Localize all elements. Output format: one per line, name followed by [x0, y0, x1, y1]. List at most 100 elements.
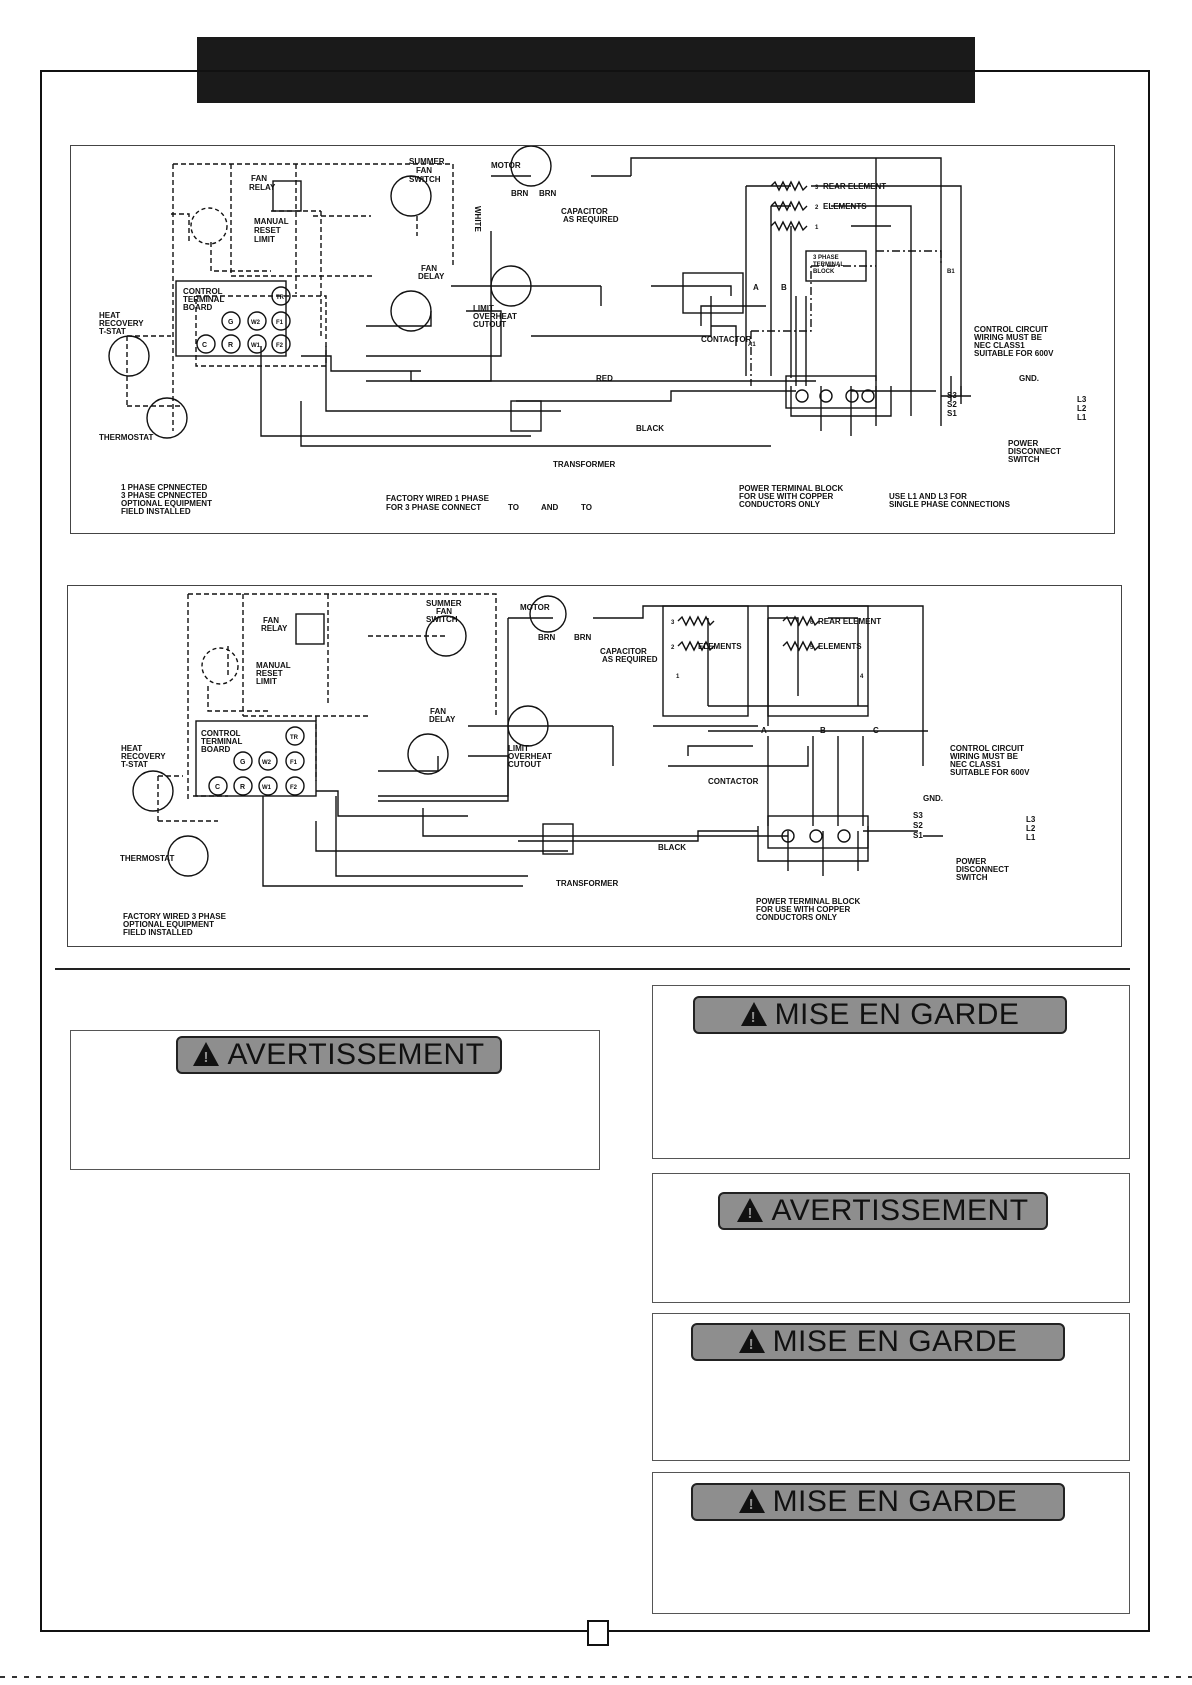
svg-text:RESET: RESET [254, 226, 281, 235]
svg-text:A: A [761, 726, 767, 735]
svg-text:USE L1 AND L3 FOR: USE L1 AND L3 FOR [889, 492, 967, 501]
svg-text:5: 5 [810, 645, 814, 651]
svg-text:FOR 3 PHASE CONNECT: FOR 3 PHASE CONNECT [386, 503, 481, 512]
svg-text:TRANSFORMER: TRANSFORMER [556, 879, 618, 888]
svg-text:L3: L3 [1077, 395, 1087, 404]
svg-text:POWER: POWER [1008, 439, 1038, 448]
svg-text:AS REQUIRED: AS REQUIRED [563, 215, 619, 224]
svg-text:CONDUCTORS ONLY: CONDUCTORS ONLY [756, 913, 838, 922]
svg-text:RED: RED [596, 374, 613, 383]
svg-text:RELAY: RELAY [261, 624, 288, 633]
mise-en-garde-badge: MISE EN GARDE [691, 1323, 1065, 1361]
svg-text:FIELD INSTALLED: FIELD INSTALLED [123, 928, 193, 937]
svg-text:F1: F1 [290, 760, 298, 766]
warning-triangle-icon [737, 1198, 764, 1222]
svg-text:TO: TO [581, 503, 592, 512]
svg-text:SWITCH: SWITCH [1008, 455, 1040, 464]
wiring-diagram-single-phase: FAN RELAY MANUAL RESET LIMIT SUMMER FAN … [70, 145, 1115, 534]
svg-text:FAN: FAN [421, 264, 437, 273]
svg-text:TERMINAL: TERMINAL [201, 737, 242, 746]
svg-text:F2: F2 [276, 343, 284, 349]
svg-text:POWER TERMINAL BLOCK: POWER TERMINAL BLOCK [739, 484, 844, 493]
svg-text:C: C [215, 784, 220, 791]
svg-text:CONDUCTORS ONLY: CONDUCTORS ONLY [739, 500, 821, 509]
diagram1-text: FAN RELAY MANUAL RESET LIMIT SUMMER FAN … [99, 157, 1087, 516]
svg-text:GND.: GND. [1019, 374, 1039, 383]
warning-triangle-icon [738, 1329, 765, 1353]
warning-triangle-icon [740, 1002, 767, 1026]
warning-box-left: AVERTISSEMENT [70, 1030, 600, 1170]
svg-text:CUTOUT: CUTOUT [473, 320, 506, 329]
svg-text:RESET: RESET [256, 669, 283, 678]
svg-text:TO: TO [508, 503, 519, 512]
svg-text:R: R [240, 784, 245, 791]
mise-en-garde-badge: MISE EN GARDE [691, 1483, 1065, 1521]
svg-text:AND: AND [541, 503, 559, 512]
warning-box-right-1: MISE EN GARDE [652, 985, 1130, 1159]
svg-text:C: C [202, 342, 207, 349]
svg-text:SWITCH: SWITCH [426, 615, 458, 624]
svg-text:MOTOR: MOTOR [491, 161, 521, 170]
svg-text:ELEMENTS: ELEMENTS [823, 202, 867, 211]
svg-text:CONTACTOR: CONTACTOR [708, 777, 759, 786]
avertissement-badge: AVERTISSEMENT [176, 1036, 502, 1074]
svg-text:CAPACITOR: CAPACITOR [600, 647, 647, 656]
svg-text:BLACK: BLACK [658, 843, 686, 852]
svg-text:FAN: FAN [416, 166, 432, 175]
warning-triangle-icon [193, 1042, 220, 1066]
svg-text:TR: TR [290, 735, 299, 741]
svg-text:6: 6 [810, 620, 814, 626]
svg-text:FOR USE WITH COPPER: FOR USE WITH COPPER [756, 905, 850, 914]
svg-text:1 PHASE CPNNECTED: 1 PHASE CPNNECTED [121, 483, 207, 492]
svg-text:R: R [228, 342, 233, 349]
svg-text:TERMINAL: TERMINAL [813, 262, 844, 268]
svg-text:S3: S3 [947, 391, 957, 400]
svg-text:W2: W2 [251, 320, 261, 326]
svg-text:A: A [753, 283, 759, 292]
diagram2-svg: FAN RELAY MANUAL RESET LIMIT SUMMER FAN … [120, 593, 1036, 937]
svg-text:WHITE: WHITE [473, 206, 482, 232]
svg-text:B: B [820, 726, 826, 735]
svg-text:ELEMENTS: ELEMENTS [818, 642, 862, 651]
svg-text:OPTIONAL EQUIPMENT: OPTIONAL EQUIPMENT [123, 920, 214, 929]
svg-text:W2: W2 [262, 760, 272, 766]
svg-text:FAN: FAN [436, 607, 452, 616]
warning-box-right-3: MISE EN GARDE [652, 1313, 1130, 1461]
svg-text:REAR ELEMENT: REAR ELEMENT [818, 617, 881, 626]
svg-text:F2: F2 [290, 785, 298, 791]
svg-text:TR: TR [276, 295, 285, 301]
svg-text:SUMMER: SUMMER [409, 157, 445, 166]
svg-text:1: 1 [815, 225, 819, 231]
svg-text:CUTOUT: CUTOUT [508, 760, 541, 769]
svg-text:RECOVERY: RECOVERY [121, 752, 166, 761]
svg-text:SUITABLE FOR 600V: SUITABLE FOR 600V [950, 768, 1030, 777]
svg-text:FACTORY WIRED 3 PHASE: FACTORY WIRED 3 PHASE [123, 912, 227, 921]
svg-text:FIELD INSTALLED: FIELD INSTALLED [121, 507, 191, 516]
svg-text:T-STAT: T-STAT [99, 327, 126, 336]
svg-text:CONTROL: CONTROL [183, 287, 223, 296]
svg-text:BRN: BRN [539, 189, 557, 198]
svg-text:G: G [228, 319, 234, 326]
wiring-diagram-three-phase: FAN RELAY MANUAL RESET LIMIT SUMMER FAN … [67, 585, 1122, 947]
svg-text:SUMMER: SUMMER [426, 599, 462, 608]
svg-text:L2: L2 [1077, 404, 1087, 413]
svg-text:FOR USE WITH COPPER: FOR USE WITH COPPER [739, 492, 833, 501]
section-divider [55, 968, 1130, 970]
svg-text:3: 3 [671, 620, 675, 626]
svg-text:WIRING MUST BE: WIRING MUST BE [974, 333, 1043, 342]
bottom-dotted-rule [0, 1676, 1192, 1678]
svg-text:S2: S2 [913, 821, 923, 830]
svg-text:L2: L2 [1026, 824, 1036, 833]
svg-text:WIRING MUST BE: WIRING MUST BE [950, 752, 1019, 761]
svg-text:REAR ELEMENT: REAR ELEMENT [823, 182, 886, 191]
diagram1-svg: FAN RELAY MANUAL RESET LIMIT SUMMER FAN … [99, 146, 1087, 516]
svg-text:ELEMENTS: ELEMENTS [698, 642, 742, 651]
svg-text:SINGLE PHASE CONNECTIONS: SINGLE PHASE CONNECTIONS [889, 500, 1011, 509]
svg-text:CONTROL CIRCUIT: CONTROL CIRCUIT [950, 744, 1024, 753]
svg-text:L1: L1 [1026, 833, 1036, 842]
svg-text:S3: S3 [913, 811, 923, 820]
svg-text:OVERHEAT: OVERHEAT [473, 312, 517, 321]
svg-text:4: 4 [860, 674, 864, 680]
svg-text:2: 2 [815, 205, 819, 211]
svg-text:TERMINAL: TERMINAL [183, 295, 224, 304]
